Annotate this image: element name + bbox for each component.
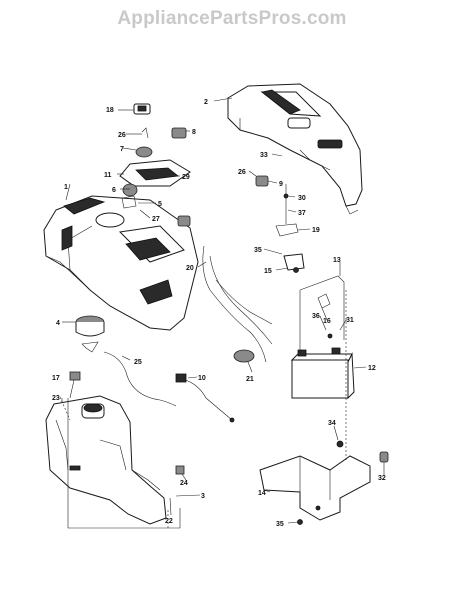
dash-panel-part [119,103,191,227]
label-4: 4 [56,320,60,327]
label-5: 5 [158,201,162,208]
label-16: 16 [323,318,331,325]
label-25: 25 [134,359,142,366]
label-29: 29 [182,174,190,181]
fuel-tank-part [45,395,167,525]
label-13: 13 [333,257,341,264]
label-1: 1 [64,184,68,191]
label-23: 23 [52,395,60,402]
wiring-harness-part [103,245,273,423]
label-11: 11 [104,172,112,179]
label-26b: 26 [238,169,246,176]
label-2: 2 [204,99,208,106]
label-27: 27 [152,216,160,223]
watermark-text: AppliancePartsPros.com [117,8,347,29]
battery-part [290,347,355,400]
label-24: 24 [180,480,188,487]
leader-lines [59,97,385,529]
label-9: 9 [279,181,283,188]
label-22: 22 [165,518,173,525]
fuel-cap-part [75,315,105,353]
label-21: 21 [246,376,254,383]
label-37: 37 [298,210,306,217]
label-31: 31 [346,317,354,324]
label-32: 32 [378,475,386,482]
label-6: 6 [112,187,116,194]
label-12: 12 [368,365,376,372]
label-33: 33 [260,152,268,159]
label-26a: 26 [118,132,126,139]
label-8: 8 [192,129,196,136]
part-labels: 1 2 3 4 5 6 7 8 9 10 11 12 13 14 15 16 1… [52,99,386,528]
label-7: 7 [120,146,124,153]
relay-part [255,175,305,273]
battery-bracket-part [259,455,371,521]
rear-cover-part [227,83,363,215]
label-35b: 35 [276,521,284,528]
label-34: 34 [328,420,336,427]
label-19: 19 [312,227,320,234]
battery-strap-part [299,275,345,352]
label-10: 10 [198,375,206,382]
label-36: 36 [312,313,320,320]
label-17: 17 [52,375,60,382]
main-console-part [43,195,199,331]
label-14: 14 [258,490,266,497]
label-30: 30 [298,195,306,202]
label-18: 18 [106,107,114,114]
label-3: 3 [201,493,205,500]
label-35a: 35 [254,247,262,254]
label-15: 15 [264,268,272,275]
label-20: 20 [186,265,194,272]
